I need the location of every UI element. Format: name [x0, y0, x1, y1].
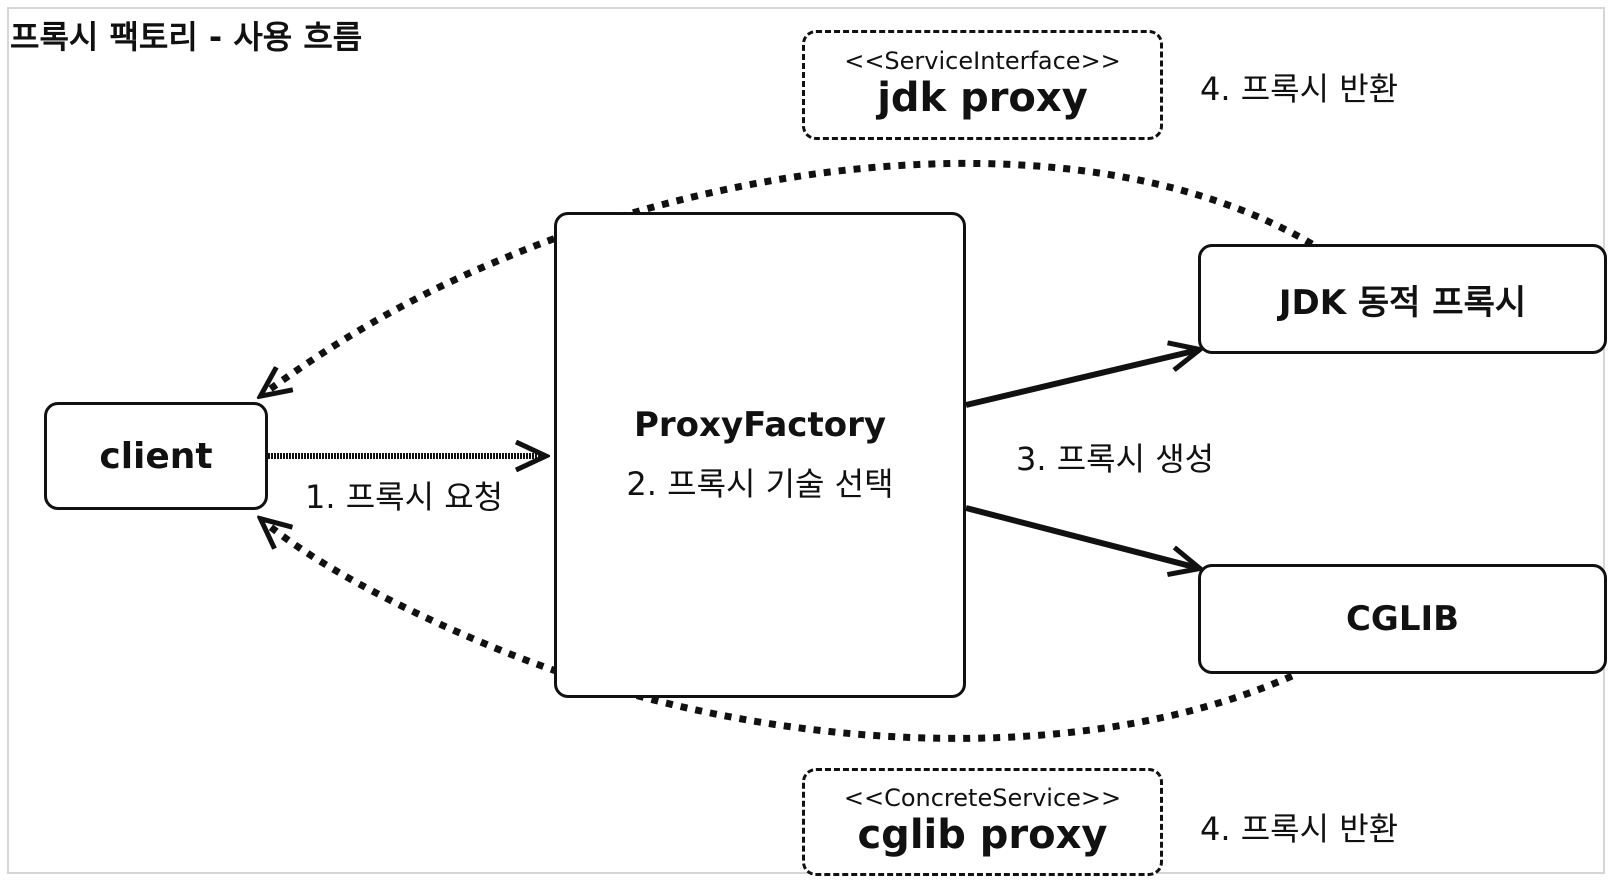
step-create-label: 3. 프록시 생성	[1016, 440, 1215, 478]
proxy-factory-name: ProxyFactory	[633, 405, 886, 445]
jdk-dynamic-proxy-label: JDK 동적 프록시	[1278, 282, 1527, 323]
arrow-create-cglib	[965, 505, 1198, 568]
jdk-dynamic-proxy-box: JDK 동적 프록시	[1198, 244, 1607, 354]
client-box: client	[44, 402, 268, 510]
cglib-proxy-box: <<ConcreteService>> cglib proxy	[802, 768, 1163, 876]
jdk-proxy-stereotype: <<ServiceInterface>>	[844, 47, 1121, 75]
cglib-proxy-name: cglib proxy	[857, 812, 1108, 858]
step-request-label: 1. 프록시 요청	[305, 478, 504, 516]
jdk-proxy-box: <<ServiceInterface>> jdk proxy	[802, 30, 1163, 140]
step-return-top-label: 4. 프록시 반환	[1200, 70, 1399, 108]
proxy-factory-box: ProxyFactory 2. 프록시 기술 선택	[554, 212, 966, 698]
cglib-proxy-stereotype: <<ConcreteService>>	[843, 784, 1122, 812]
arrow-return-jdk	[262, 159, 1314, 395]
proxy-factory-step: 2. 프록시 기술 선택	[626, 465, 894, 503]
diagram-title: 프록시 팩토리 - 사용 흐름	[10, 18, 363, 56]
jdk-proxy-name: jdk proxy	[877, 75, 1088, 121]
client-label: client	[99, 435, 213, 477]
arrow-create-jdk	[965, 350, 1198, 408]
cglib-box: CGLIB	[1198, 564, 1607, 674]
cglib-label: CGLIB	[1345, 599, 1460, 639]
step-return-bottom-label: 4. 프록시 반환	[1200, 810, 1399, 848]
